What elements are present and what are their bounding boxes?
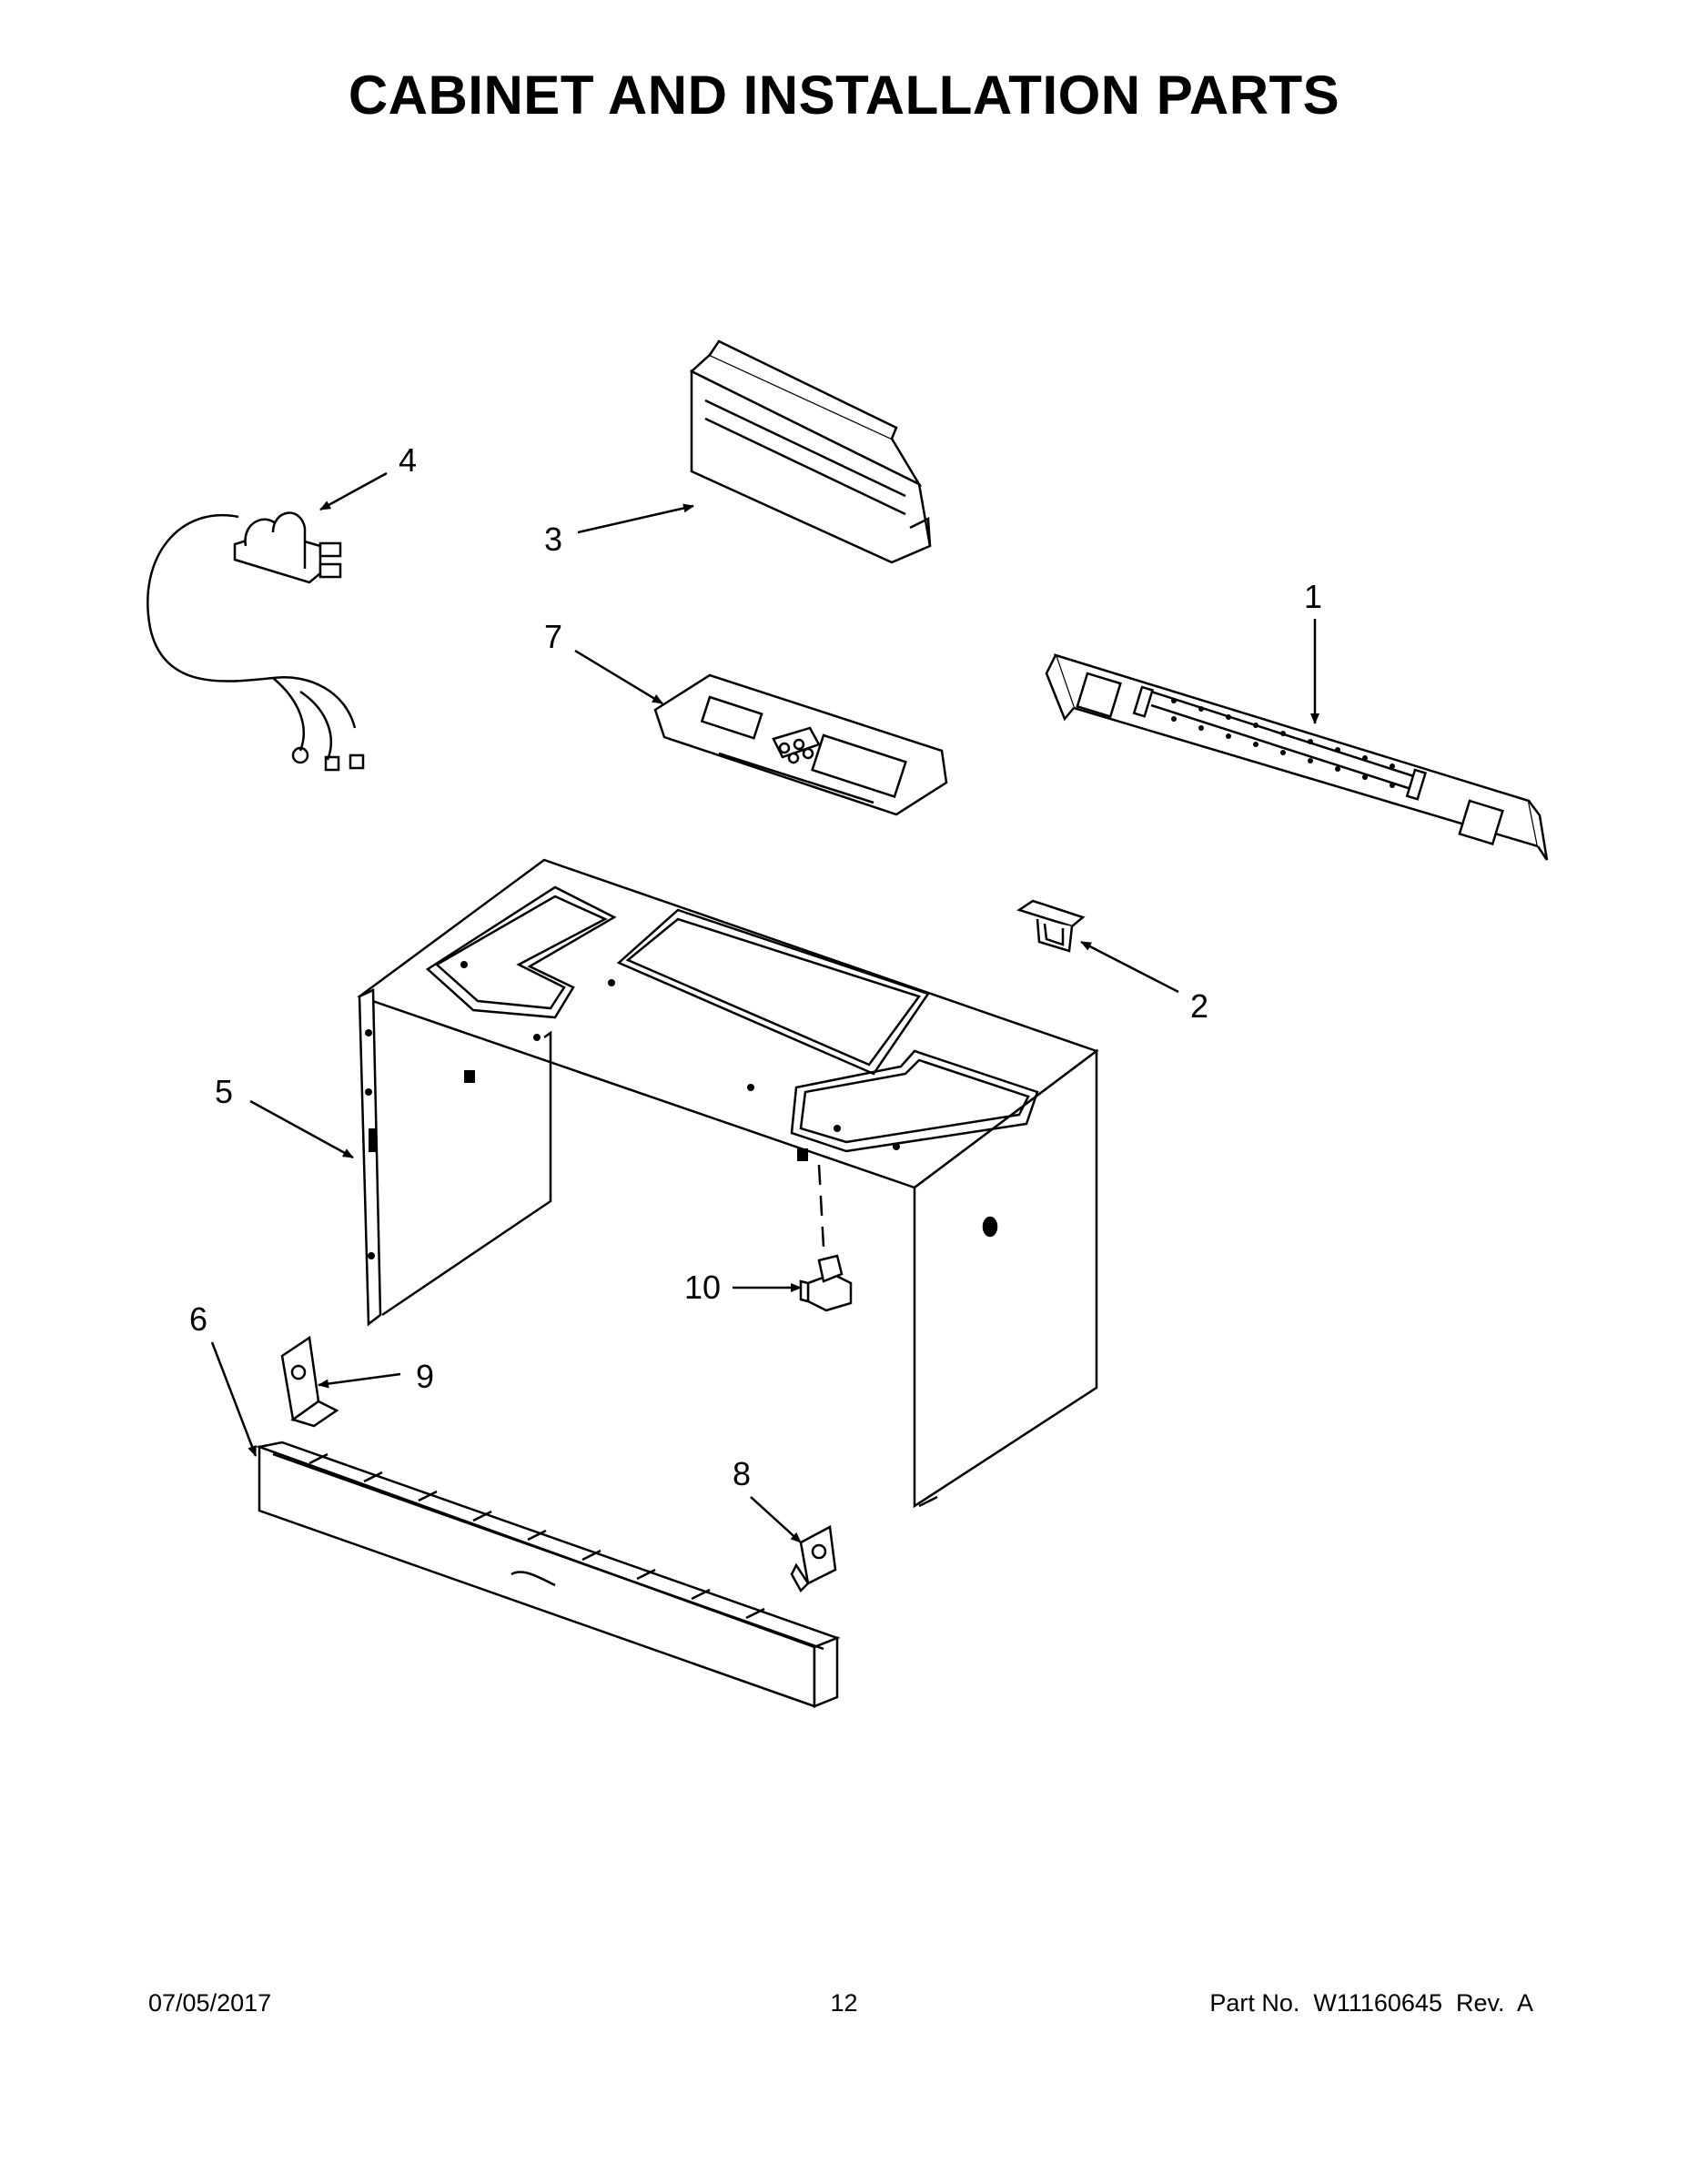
arrow-7	[574, 649, 663, 705]
footer-date: 07/05/2017	[148, 1989, 272, 2017]
mounting-rail-holes	[1171, 698, 1395, 788]
arrow-5	[249, 1099, 354, 1159]
page-title: CABINET AND INSTALLATION PARTS	[348, 65, 1340, 126]
arrow-2	[1080, 940, 1179, 994]
power-cord-part	[147, 511, 365, 772]
arrow-9	[318, 1372, 401, 1389]
leader-arrows	[210, 471, 1319, 1543]
thermal-part-10	[799, 1254, 853, 1312]
arrow-8	[750, 1496, 802, 1543]
footer-part-number: Part No. W11160645 Rev. A	[1209, 1989, 1533, 2017]
callout-3: 3	[544, 521, 562, 558]
callout-4: 4	[399, 441, 417, 479]
arrow-6	[210, 1341, 258, 1457]
callout-2: 2	[1190, 987, 1208, 1025]
bracket-part-9	[280, 1335, 339, 1428]
callout-6: 6	[189, 1300, 207, 1338]
clip-part	[1016, 899, 1086, 953]
footer-page-number: 12	[830, 1989, 858, 2017]
callout-8: 8	[733, 1455, 751, 1492]
part-10-leader-dashed	[817, 1164, 825, 1248]
cabinet-wrapper-part	[357, 858, 1099, 1509]
callout-9: 9	[416, 1358, 434, 1395]
callout-1: 1	[1304, 578, 1322, 615]
arrow-4	[319, 471, 388, 511]
cabinet-holes	[365, 961, 900, 1259]
callout-7: 7	[544, 618, 562, 655]
callout-5: 5	[215, 1073, 233, 1110]
control-bracket-part	[653, 673, 948, 816]
vent-damper-part	[689, 339, 932, 564]
mounting-rail-part	[1045, 653, 1549, 861]
vent-grille-part	[255, 1441, 841, 1708]
callout-10: 10	[684, 1269, 721, 1306]
arrow-3	[577, 503, 694, 534]
bracket-part-8	[790, 1525, 837, 1593]
